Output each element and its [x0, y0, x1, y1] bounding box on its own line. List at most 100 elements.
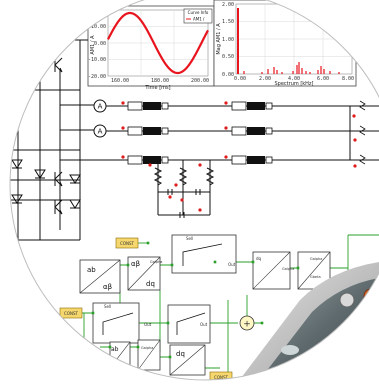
- svg-text:Galpha: Galpha: [282, 267, 294, 271]
- svg-text:dq: dq: [146, 280, 155, 288]
- x-axis-label: Time [ms]: [144, 85, 170, 91]
- svg-text:dq: dq: [256, 256, 262, 261]
- x-tick: 0.00: [234, 76, 246, 82]
- port-dot: [296, 266, 300, 270]
- y-tick: 1.00: [222, 37, 234, 43]
- coupling-symbol: [265, 156, 273, 164]
- y-tick: 10.00: [91, 24, 106, 30]
- svg-text:CONST: CONST: [120, 241, 134, 246]
- load-resistor: [359, 154, 366, 165]
- probe-dot: [224, 155, 228, 159]
- x-axis-label: Spectrum [kHz]: [275, 81, 314, 87]
- inductor-symbol: [143, 156, 161, 164]
- probe-dot: [180, 198, 184, 202]
- const-block-1[interactable]: CONST: [115, 237, 139, 249]
- y-tick: -20.00: [88, 74, 106, 80]
- light-icon: [281, 345, 299, 355]
- probe-dot: [353, 164, 357, 168]
- y-tick: 0.00: [94, 41, 106, 47]
- waveform-line: [107, 11, 209, 75]
- svg-text:A: A: [98, 128, 103, 136]
- svg-text:Galpha: Galpha: [141, 346, 153, 350]
- x-tick: 160.00: [111, 78, 129, 84]
- inductor-symbol: [247, 127, 265, 135]
- port-dot: [108, 345, 112, 349]
- port-dot: [251, 260, 255, 264]
- x-tick: 4.00: [288, 76, 300, 82]
- ammeter-1[interactable]: A: [93, 99, 107, 113]
- resistor-symbol: [127, 101, 143, 111]
- y-tick: 2.00: [222, 2, 234, 8]
- resistor-symbol: [231, 101, 247, 111]
- spectrum-grid: [236, 4, 352, 74]
- port-dot: [260, 321, 264, 325]
- svg-text:Out: Out: [228, 262, 236, 267]
- y-axis-label: Mag AM1 / A: [216, 23, 222, 55]
- x-tick: 8.00: [342, 76, 354, 82]
- coupling-symbol: [161, 156, 169, 164]
- svg-text:Galpha: Galpha: [150, 260, 162, 264]
- svg-text:dq: dq: [176, 350, 185, 358]
- probe-dot: [121, 155, 125, 159]
- svg-text:Galpha: Galpha: [310, 257, 322, 261]
- probe-dot: [148, 163, 152, 167]
- cursor-info-title: Curve Info: [188, 10, 209, 15]
- resistor-symbol: [127, 126, 143, 136]
- filter-network: [153, 160, 215, 218]
- igbt-switches: [11, 57, 81, 215]
- inductor-symbol: [247, 102, 265, 110]
- pi-controller-2[interactable]: Sell Out: [92, 302, 152, 344]
- port-dot: [213, 260, 217, 264]
- spectrum-scope[interactable]: 2.00 1.50 1.00 0.50 0.00 0.00 2.00 4.00 …: [213, 0, 357, 87]
- port-dot: [170, 263, 174, 267]
- load-resistor: [359, 125, 366, 136]
- inductor-symbol: [143, 102, 161, 110]
- x-tick: 2.00: [259, 76, 271, 82]
- y-axis-label: AM1 / A: [90, 35, 96, 55]
- cursor-info-value: AM1 /: [193, 17, 205, 22]
- probe-dot: [198, 208, 202, 212]
- probe-dot: [198, 163, 202, 167]
- port-dot: [136, 345, 140, 349]
- abc-to-alphabeta-block[interactable]: ab αβ: [79, 259, 121, 294]
- svg-text:Sell: Sell: [186, 236, 193, 241]
- svg-text:ab: ab: [87, 266, 96, 274]
- coupling-symbol: [161, 127, 169, 135]
- svg-text:Gbeta: Gbeta: [310, 275, 321, 279]
- display-panel: [300, 365, 360, 380]
- probe-dot: [352, 114, 356, 118]
- rl-load-branches: [127, 100, 366, 165]
- x-tick: 6.00: [317, 76, 329, 82]
- probe-dot: [174, 183, 178, 187]
- resistor-symbol: [127, 155, 143, 165]
- resistor-symbol: [231, 155, 247, 165]
- pi-controller-3[interactable]: Out: [167, 304, 211, 344]
- waveform-curve: [107, 11, 209, 75]
- probe-dot: [353, 138, 357, 142]
- resistor-symbol: [231, 126, 247, 136]
- y-tick: 1.50: [222, 19, 234, 25]
- alphabeta-to-dq-block[interactable]: αβ dq Galpha: [127, 256, 162, 291]
- y-tick: 0.00: [222, 72, 234, 78]
- dq-to-alphabeta-block[interactable]: dq Galpha: [252, 251, 294, 290]
- port-dot: [126, 263, 130, 267]
- probe-markers: [121, 101, 357, 212]
- ammeter-2[interactable]: A: [93, 124, 107, 138]
- svg-text:Out: Out: [144, 322, 152, 327]
- pi-controller-1[interactable]: Sell Out: [171, 234, 237, 274]
- coupling-symbol: [161, 102, 169, 110]
- summing-junction[interactable]: +: [239, 315, 255, 331]
- knob-icon: [339, 292, 355, 308]
- svg-text:A: A: [98, 103, 103, 111]
- y-tick: -10.00: [88, 57, 106, 63]
- svg-text:CONST: CONST: [64, 311, 78, 316]
- transform-block-lower-3[interactable]: dq: [169, 344, 206, 376]
- const-block-3[interactable]: CONST: [209, 371, 233, 382]
- const-block-2[interactable]: CONST: [59, 307, 83, 319]
- transform-block-lower-2[interactable]: Galpha: [137, 339, 161, 371]
- x-tick: 200.00: [191, 78, 209, 84]
- cursor-info-box[interactable]: Curve Info AM1 /: [183, 8, 213, 24]
- waveform-scope[interactable]: 20.00 10.00 0.00 -10.00 -20.00 160.00 18…: [87, 5, 215, 91]
- svg-text:Sell: Sell: [104, 304, 111, 309]
